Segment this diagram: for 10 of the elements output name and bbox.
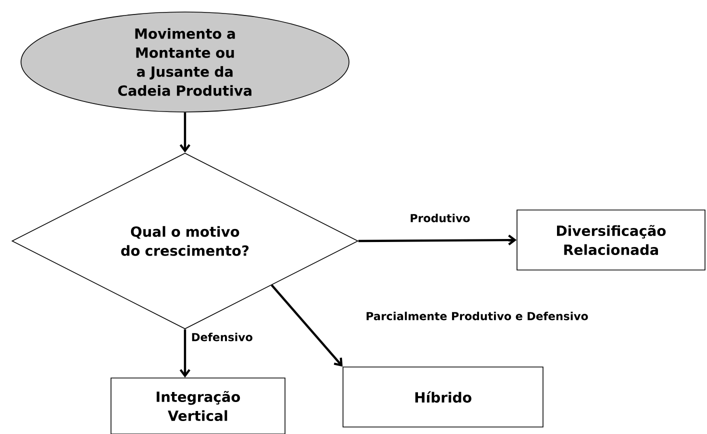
- process-box: Híbrido: [342, 366, 544, 428]
- process-box: Integração Vertical: [110, 378, 286, 434]
- edge-label: Defensivo: [190, 332, 254, 342]
- edge-label: Produtivo: [408, 212, 472, 224]
- arrow: [180, 329, 190, 378]
- arrow: [358, 234, 517, 246]
- edge-label: Parcialmente Produtivo e Defensivo: [364, 310, 590, 322]
- arrow: [180, 112, 190, 153]
- arrow: [270, 284, 343, 367]
- process-box: Diversificação Relacionada: [516, 210, 706, 270]
